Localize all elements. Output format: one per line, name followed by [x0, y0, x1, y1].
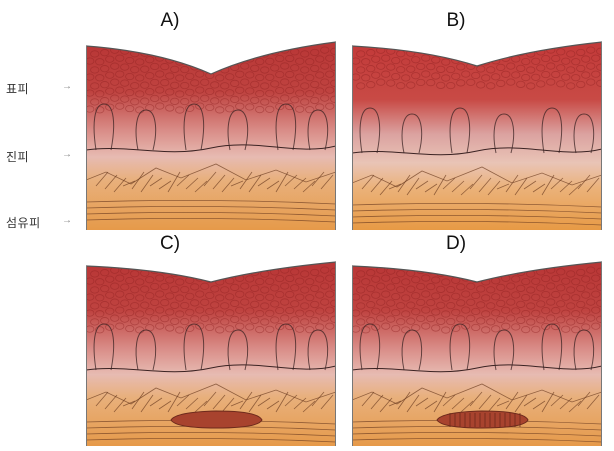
- layer-label-dermis: 진피: [6, 148, 29, 165]
- lesion-mass: [171, 411, 262, 428]
- panel-b: [352, 38, 602, 230]
- lesion-mass: [437, 411, 528, 428]
- layer-label-epidermis: 표피: [6, 80, 29, 97]
- layer-label-fibrous: 섬유피: [6, 214, 41, 231]
- panel-c: [86, 258, 336, 446]
- tissue-illustration-c: [86, 258, 336, 446]
- arrow-icon: →: [62, 149, 72, 160]
- panel-a: [86, 38, 336, 230]
- arrow-icon: →: [62, 215, 72, 226]
- panel-label-a: A): [140, 10, 200, 32]
- panel-label-c: C): [140, 233, 200, 255]
- panel-label-b: B): [426, 10, 486, 32]
- tissue-illustration-b: [352, 38, 602, 230]
- arrow-icon: →: [62, 81, 72, 92]
- tissue-illustration-d: [352, 258, 602, 446]
- tissue-illustration-a: [86, 38, 336, 230]
- panel-d: [352, 258, 602, 446]
- panel-label-d: D): [426, 233, 486, 255]
